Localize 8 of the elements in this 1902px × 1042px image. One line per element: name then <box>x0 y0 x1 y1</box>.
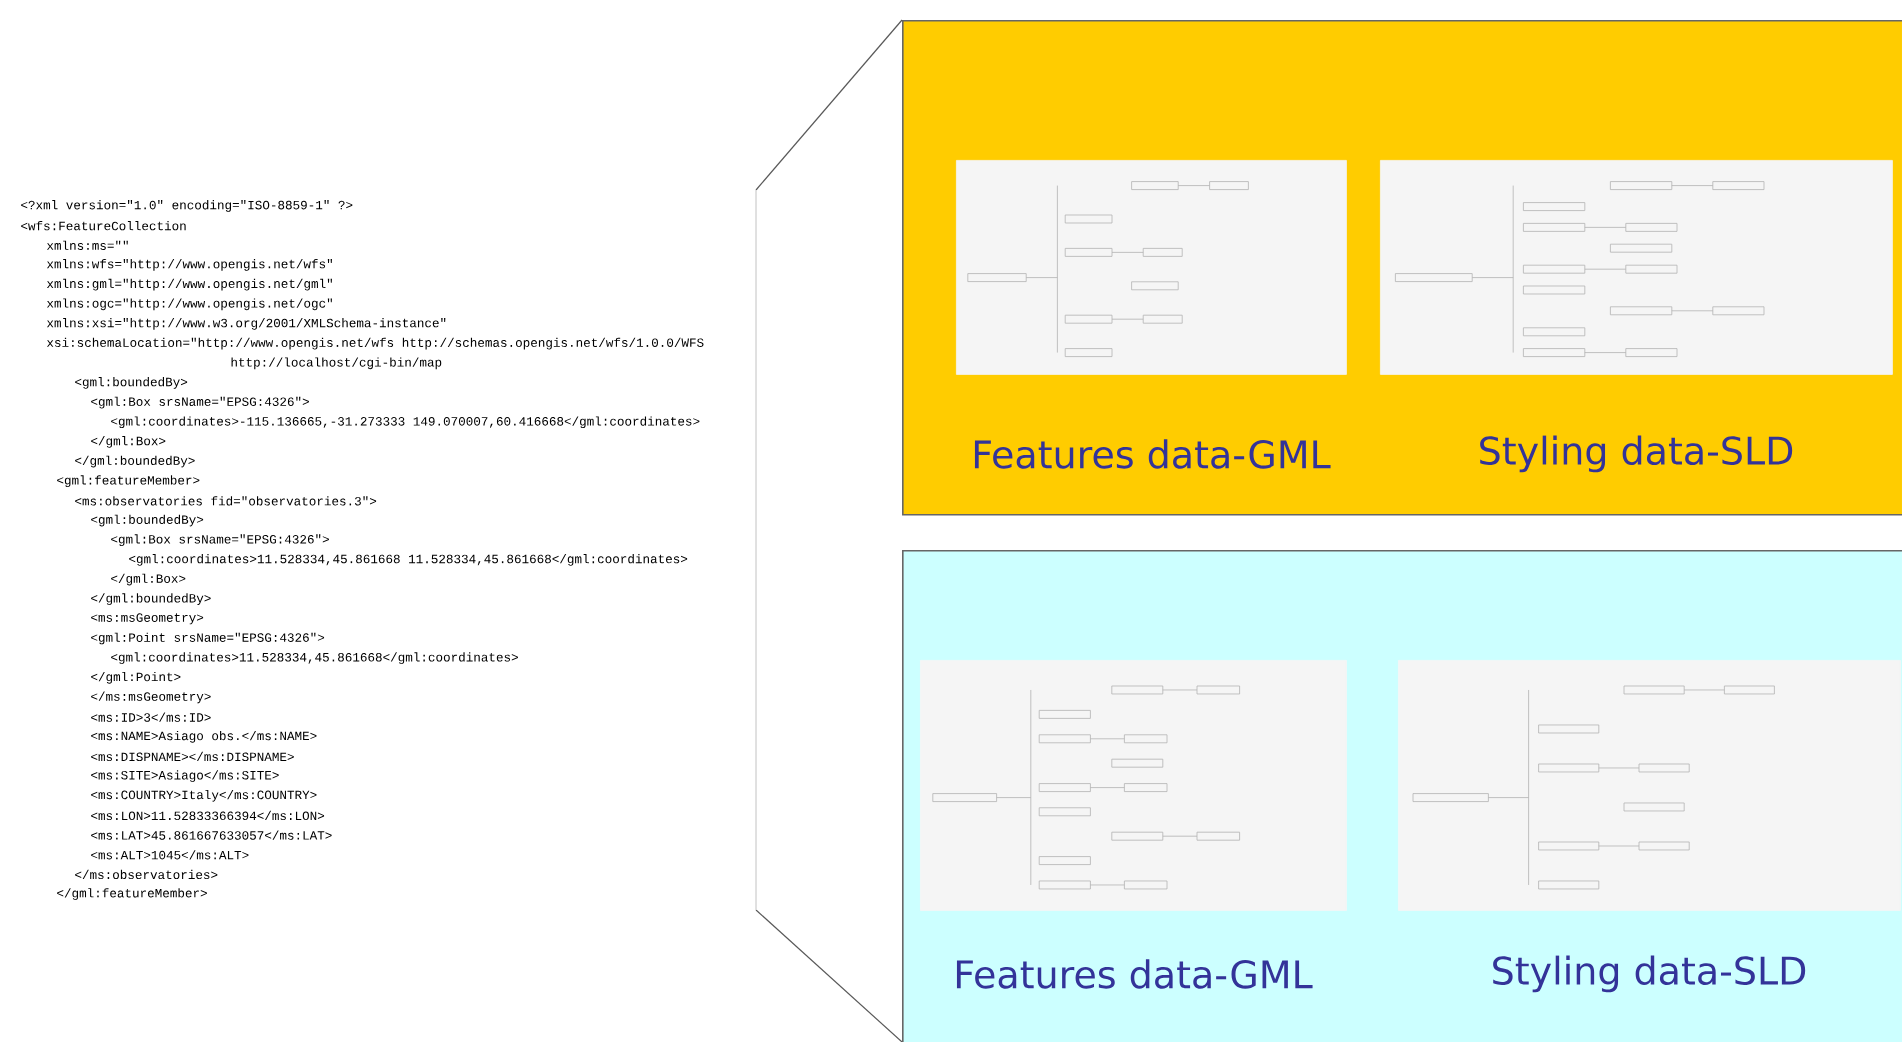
schema-diagram-picture <box>1380 160 1893 375</box>
schema-diagram-picture <box>956 160 1347 375</box>
node-label: Styling data-SLD <box>1493 955 1806 993</box>
node-label: Features data-GML <box>974 439 1331 469</box>
node-label: Features data-GML <box>956 959 1313 989</box>
schema-diagram-picture <box>920 660 1347 911</box>
schema-diagram-picture <box>1398 660 1901 911</box>
node-label: Styling data-SLD <box>1480 435 1793 473</box>
